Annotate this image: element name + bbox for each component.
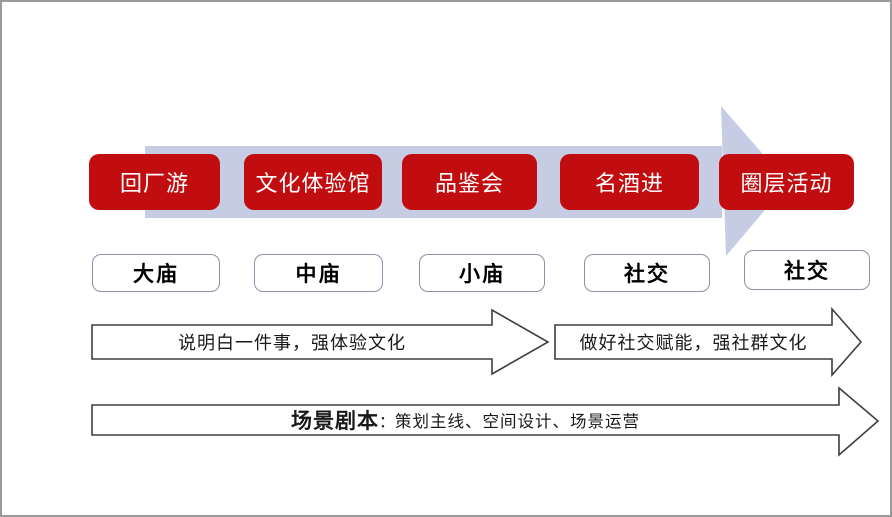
tier-box-5: 社交 — [744, 250, 870, 290]
stage-box-4: 名酒进 — [560, 154, 699, 210]
script-arrow-shape — [91, 386, 880, 457]
script-arrow-description: 策划主线、空间设计、场景运营 — [395, 413, 640, 431]
phase-arrow-1-label: 说明白一件事，强体验文化 — [178, 333, 406, 353]
phase-arrow-2-label: 做好社交赋能，强社群文化 — [579, 333, 808, 353]
stage-label: 回厂游 — [119, 171, 189, 196]
phase-arrow-1-shape — [91, 308, 550, 376]
stage-label: 圈层活动 — [740, 171, 833, 196]
stage-label: 品鉴会 — [434, 171, 504, 196]
stage-box-1: 回厂游 — [89, 154, 220, 210]
stage-label: 文化体验馆 — [255, 171, 371, 196]
tier-box-3: 小庙 — [419, 254, 545, 292]
stage-label: 名酒进 — [594, 171, 664, 196]
tier-box-4: 社交 — [584, 254, 710, 292]
phase-arrow-2-shape — [554, 306, 863, 378]
tier-label: 大庙 — [133, 263, 179, 286]
stage-box-5: 圈层活动 — [719, 154, 854, 210]
tier-label: 小庙 — [459, 263, 505, 286]
stage-box-3: 品鉴会 — [402, 154, 537, 210]
script-arrow-separator: ： — [378, 414, 395, 431]
tier-box-2: 中庙 — [254, 254, 383, 292]
script-arrow-label: 场景剧本：策划主线、空间设计、场景运营 — [92, 405, 839, 435]
tier-label: 社交 — [784, 260, 830, 283]
stage-box-2: 文化体验馆 — [244, 154, 382, 210]
tier-box-1: 大庙 — [92, 254, 220, 292]
tier-label: 社交 — [624, 263, 670, 286]
script-arrow-title: 场景剧本 — [290, 410, 379, 433]
tier-label: 中庙 — [295, 263, 342, 286]
